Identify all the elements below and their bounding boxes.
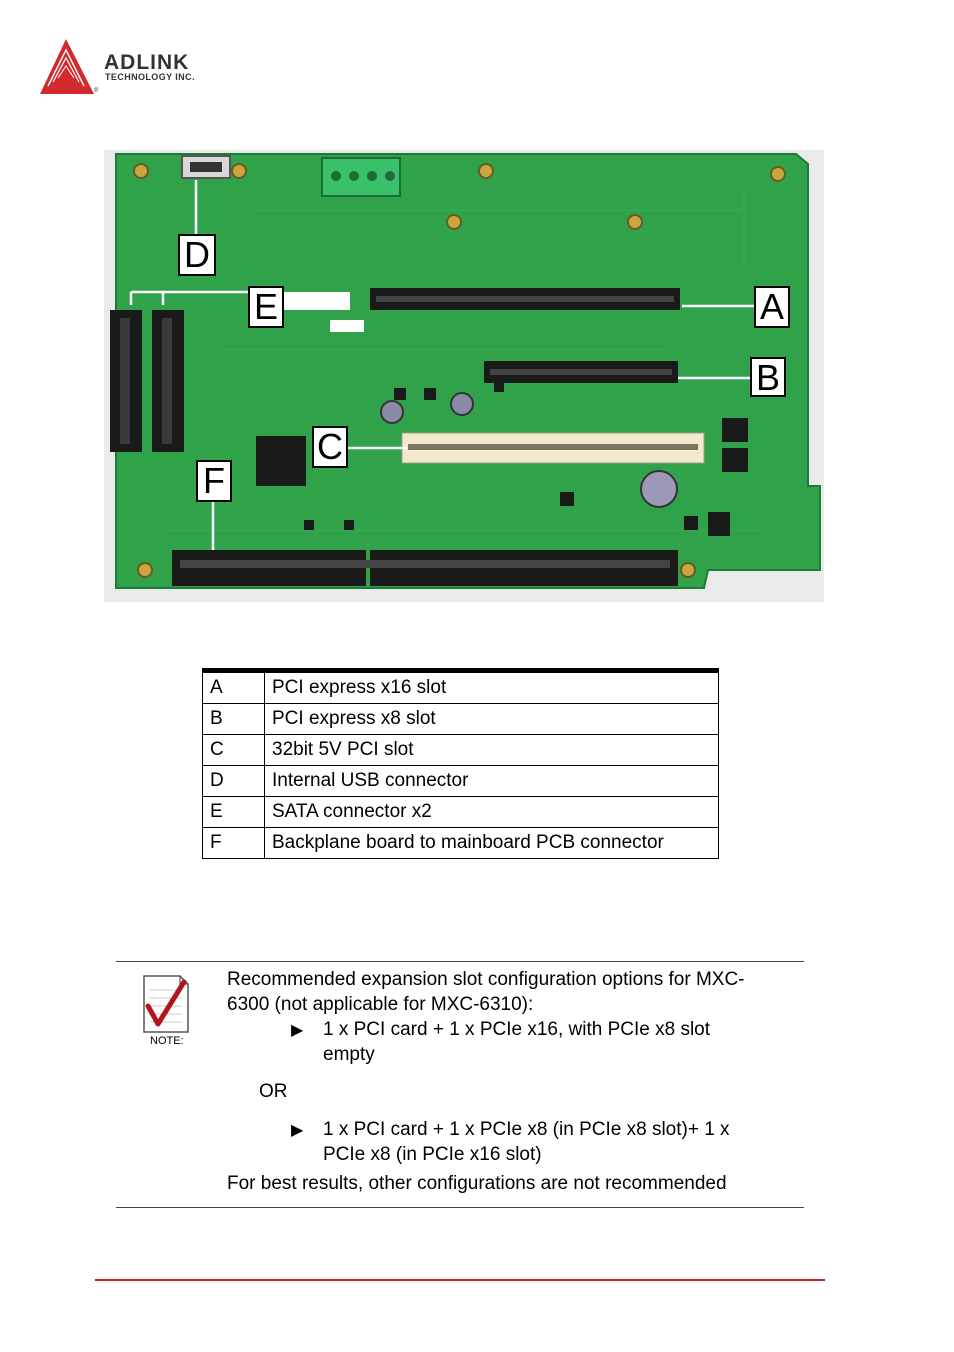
legend-desc: 32bit 5V PCI slot xyxy=(264,734,719,766)
legend-desc: Internal USB connector xyxy=(264,765,719,797)
bullet-arrow-icon: ▶ xyxy=(291,1022,304,1039)
table-row: C 32bit 5V PCI slot xyxy=(202,734,719,766)
legend-desc: PCI express x8 slot xyxy=(264,703,719,735)
legend-key: B xyxy=(202,703,265,735)
table-row: D Internal USB connector xyxy=(202,765,719,797)
note-top-rule xyxy=(116,961,804,962)
note-icon-label: NOTE: xyxy=(150,1035,184,1047)
legend-key: D xyxy=(202,765,265,797)
brand-tagline: TECHNOLOGY INC. xyxy=(105,72,195,82)
legend-key: C xyxy=(202,734,265,766)
note-option1-line1: 1 x PCI card + 1 x PCIe x16, with PCIe x… xyxy=(323,1019,711,1040)
legend-desc: PCI express x16 slot xyxy=(264,670,719,704)
bullet-arrow-icon: ▶ xyxy=(291,1122,304,1139)
callout-f: F xyxy=(196,460,232,502)
table-row: B PCI express x8 slot xyxy=(202,703,719,735)
table-row: F Backplane board to mainboard PCB conne… xyxy=(202,827,719,859)
note-closing: For best results, other configurations a… xyxy=(227,1173,727,1194)
legend-key: A xyxy=(202,670,265,704)
note-intro-line1: Recommended expansion slot configuration… xyxy=(227,969,745,990)
legend-key: F xyxy=(202,827,265,859)
note-option1-line2: empty xyxy=(323,1044,375,1065)
table-row: A PCI express x16 slot xyxy=(202,670,719,704)
table-row: E SATA connector x2 xyxy=(202,796,719,828)
brand-name: ADLINK xyxy=(104,51,190,74)
note-option2-line2: PCIe x8 (in PCIe x16 slot) xyxy=(323,1144,542,1165)
legend-desc: Backplane board to mainboard PCB connect… xyxy=(264,827,719,859)
callout-c: C xyxy=(312,426,348,468)
note-intro-line2: 6300 (not applicable for MXC-6310): xyxy=(227,994,534,1015)
backplane-board-photo xyxy=(104,150,824,602)
legend-desc: SATA connector x2 xyxy=(264,796,719,828)
callout-d: D xyxy=(178,234,216,276)
registered-mark: ® xyxy=(94,88,99,94)
footer-rule xyxy=(95,1279,825,1281)
legend-key: E xyxy=(202,796,265,828)
note-checkmark-icon xyxy=(143,975,189,1033)
callout-a: A xyxy=(754,286,790,328)
callout-e: E xyxy=(248,286,284,328)
slot-legend-table: A PCI express x16 slot B PCI express x8 … xyxy=(202,668,719,859)
note-option2-line1: 1 x PCI card + 1 x PCIe x8 (in PCIe x8 s… xyxy=(323,1119,730,1140)
adlink-logo-icon xyxy=(40,39,94,94)
note-bottom-rule xyxy=(116,1207,804,1208)
callout-b: B xyxy=(750,357,786,397)
note-or: OR xyxy=(259,1081,288,1102)
